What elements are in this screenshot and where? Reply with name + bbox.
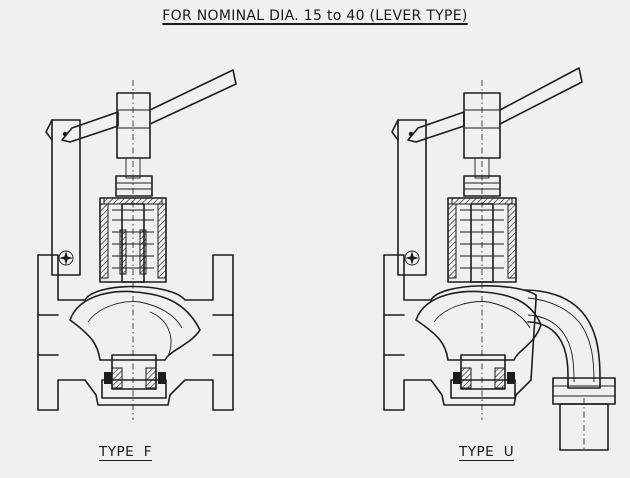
type-u-valve-drawing — [383, 67, 616, 452]
lever-link — [51, 119, 81, 276]
type-f-caption: TYPE F — [99, 444, 153, 460]
type-f-valve-drawing — [37, 69, 237, 420]
handle-block — [116, 92, 151, 159]
type-u-caption: TYPE U — [459, 444, 515, 460]
lever-link — [397, 119, 427, 276]
stem-nut — [115, 175, 153, 197]
drawing-title: FOR NOMINAL DIA. 15 to 40 (LEVER TYPE) — [0, 8, 630, 24]
lever-arm — [61, 111, 119, 143]
lever-arm — [407, 111, 465, 143]
lever-handle — [499, 67, 583, 125]
valve-body — [37, 254, 234, 411]
lever-handle — [149, 69, 237, 125]
elbow-outlet — [523, 289, 601, 389]
drawing-title-text: FOR NOMINAL DIA. 15 to 40 (LEVER TYPE) — [162, 8, 468, 24]
stem-nut — [463, 175, 501, 197]
